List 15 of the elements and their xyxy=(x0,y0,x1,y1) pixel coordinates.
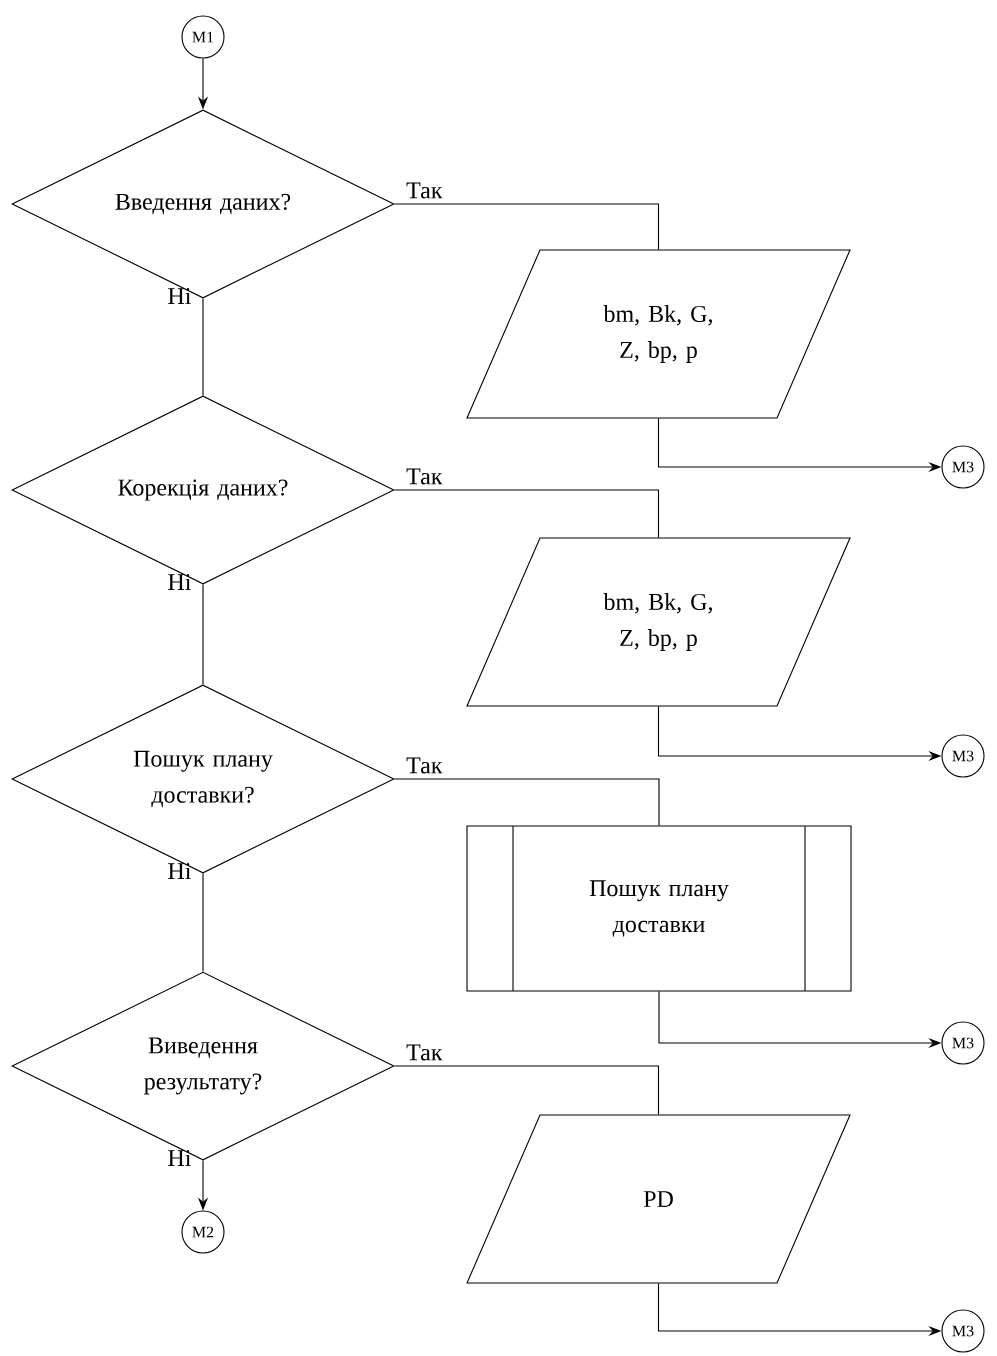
subprocess-box: Пошук плану доставки xyxy=(466,825,852,992)
connector-line xyxy=(394,778,660,826)
data-parallelogram: bm, Bk, G, Z, bp, p xyxy=(466,537,851,707)
edge-label: Так xyxy=(406,1044,443,1061)
connector-line xyxy=(394,489,660,538)
edge-label: Так xyxy=(406,757,443,774)
connector-line xyxy=(394,203,660,250)
edge-label: Так xyxy=(406,468,443,485)
connector-line xyxy=(394,1065,660,1115)
connector-line xyxy=(202,584,204,685)
data-parallelogram: PD xyxy=(466,1114,851,1284)
data-parallelogram: bm, Bk, G, Z, bp, p xyxy=(466,249,851,419)
connector-line xyxy=(202,298,204,396)
edge-label: Так xyxy=(406,182,443,199)
connector-line xyxy=(202,873,204,972)
